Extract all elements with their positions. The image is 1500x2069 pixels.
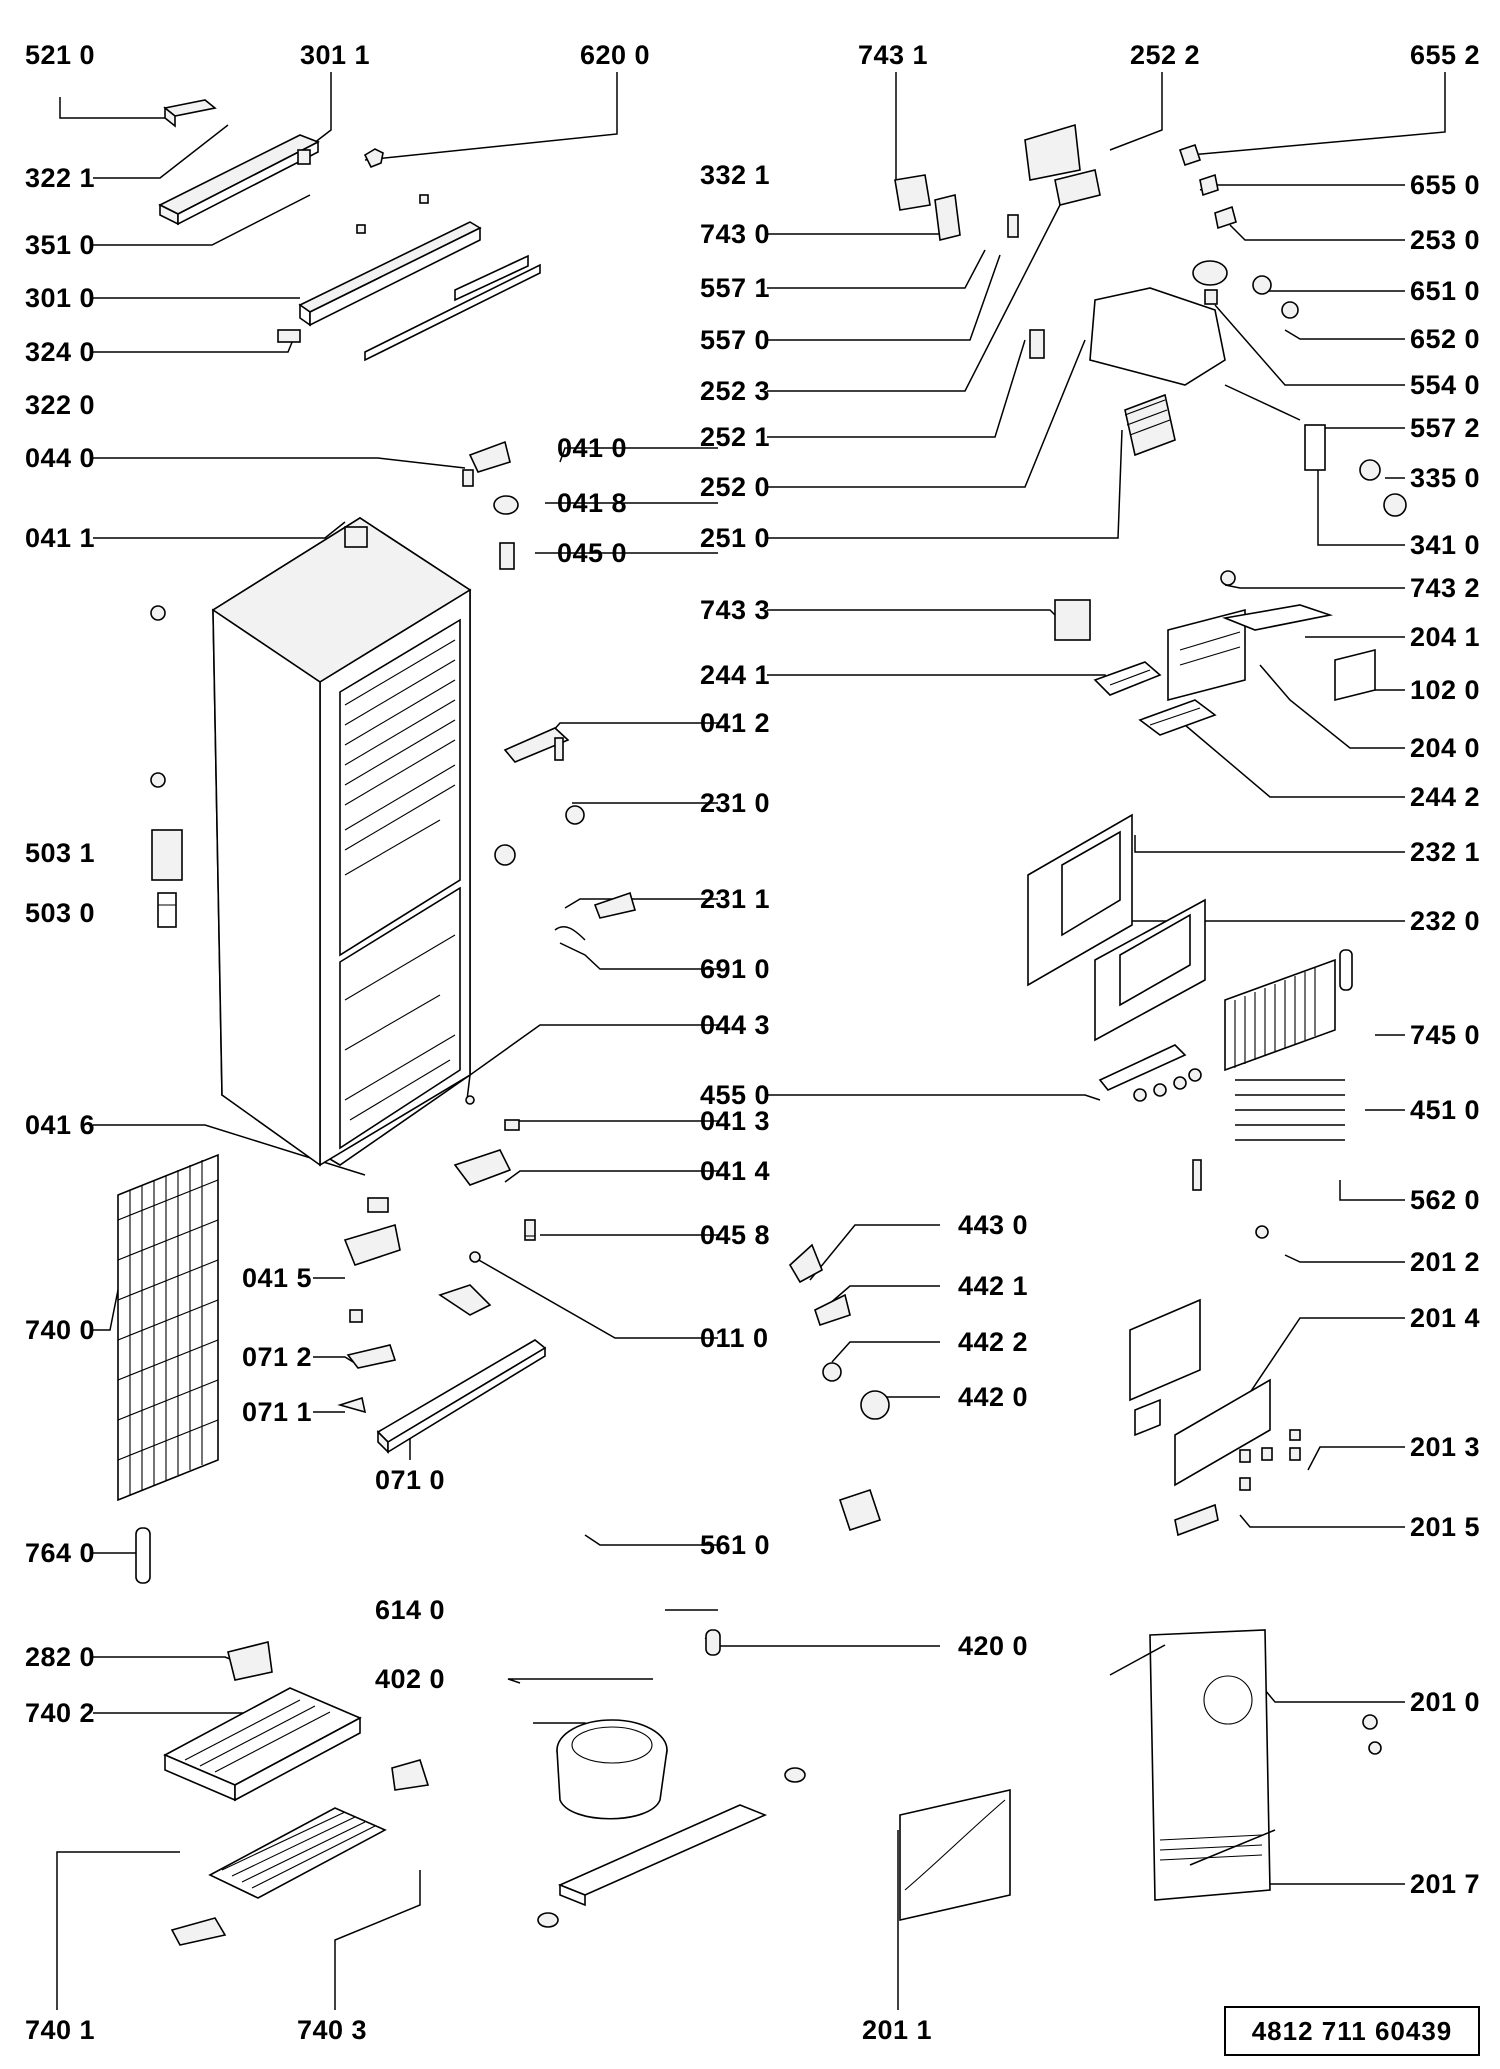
part-label: 442 2 <box>958 1327 1029 1357</box>
part-label: 232 1 <box>1410 837 1481 867</box>
part-label: 740 3 <box>297 2015 368 2045</box>
part-label: 743 1 <box>858 40 929 70</box>
part-label: 041 8 <box>557 488 628 518</box>
part-label: 282 0 <box>25 1642 96 1672</box>
part-label: 252 2 <box>1130 40 1201 70</box>
part-label: 071 1 <box>242 1397 313 1427</box>
part-label: 044 0 <box>25 443 96 473</box>
part-label: 252 3 <box>700 376 771 406</box>
condenser-coil <box>117 1153 219 1584</box>
part-label: 451 0 <box>1410 1095 1481 1125</box>
part-label: 252 1 <box>700 422 771 452</box>
part-label: 045 0 <box>557 538 628 568</box>
part-label: 443 0 <box>958 1210 1029 1240</box>
part-label: 740 2 <box>25 1698 96 1728</box>
part-label: 455 0 <box>700 1080 771 1110</box>
part-label: 503 1 <box>25 838 96 868</box>
part-label: 557 1 <box>700 273 771 303</box>
part-label: 041 5 <box>242 1263 313 1293</box>
part-label: 252 0 <box>700 472 771 502</box>
part-label: 232 0 <box>1410 906 1481 936</box>
part-label: 740 1 <box>25 2015 96 2045</box>
part-label: 557 0 <box>700 325 771 355</box>
misc-parts-middle <box>788 1243 1011 1922</box>
part-label: 335 0 <box>1410 463 1481 493</box>
part-label: 201 7 <box>1410 1869 1481 1899</box>
part-label: 420 0 <box>958 1631 1029 1661</box>
part-label: 231 1 <box>700 884 771 914</box>
part-label: 301 1 <box>300 40 371 70</box>
part-label: 071 0 <box>375 1465 446 1495</box>
part-label: 652 0 <box>1410 324 1481 354</box>
part-label: 503 0 <box>25 898 96 928</box>
part-label: 351 0 <box>25 230 96 260</box>
part-label: 651 0 <box>1410 276 1481 306</box>
part-label: 201 2 <box>1410 1247 1481 1277</box>
part-label: 557 2 <box>1410 413 1481 443</box>
part-label: 011 0 <box>700 1323 769 1353</box>
part-label: 740 0 <box>25 1315 96 1345</box>
part-label: 204 0 <box>1410 733 1481 763</box>
part-label: 743 2 <box>1410 573 1481 603</box>
part-label: 204 1 <box>1410 622 1481 652</box>
part-label: 102 0 <box>1410 675 1481 705</box>
part-label: 201 1 <box>862 2015 933 2045</box>
rear-panels <box>1027 813 1353 1239</box>
part-label: 521 0 <box>25 40 96 70</box>
fridge-cabinet <box>150 517 472 1167</box>
part-label: 201 5 <box>1410 1512 1481 1542</box>
part-label: 044 3 <box>700 1010 771 1040</box>
part-label: 324 0 <box>25 337 96 367</box>
control-housing-group <box>158 99 541 362</box>
part-label: 045 8 <box>700 1220 771 1250</box>
part-label: 041 6 <box>25 1110 96 1140</box>
part-label: 041 1 <box>25 523 96 553</box>
part-label: 743 3 <box>700 595 771 625</box>
compressor <box>537 1629 806 1928</box>
part-label: 691 0 <box>700 954 771 984</box>
part-label: 620 0 <box>580 40 651 70</box>
part-label: 561 0 <box>700 1530 771 1560</box>
part-label: 322 1 <box>25 163 96 193</box>
part-label: 301 0 <box>25 283 96 313</box>
part-label: 442 0 <box>958 1382 1029 1412</box>
part-label: 201 3 <box>1410 1432 1481 1462</box>
base-rail <box>376 1339 547 1454</box>
part-label: 332 1 <box>700 160 771 190</box>
part-label: 244 1 <box>700 660 771 690</box>
part-label: 041 0 <box>557 433 628 463</box>
control-panel-parts <box>894 123 1407 517</box>
part-label: 562 0 <box>1410 1185 1481 1215</box>
drawer-grilles <box>1054 570 1376 736</box>
document-number-box: 4812 711 60439 <box>1224 2006 1480 2056</box>
hinge-parts-group <box>337 440 637 1414</box>
part-label: 554 0 <box>1410 370 1481 400</box>
evaporator-group <box>163 1641 430 1946</box>
part-label: 244 2 <box>1410 782 1481 812</box>
part-label: 041 2 <box>700 708 771 738</box>
part-label: 655 0 <box>1410 170 1481 200</box>
part-label: 655 2 <box>1410 40 1481 70</box>
part-label: 201 0 <box>1410 1687 1481 1717</box>
part-label: 201 4 <box>1410 1303 1481 1333</box>
part-label: 041 4 <box>700 1156 771 1186</box>
part-label: 341 0 <box>1410 530 1481 560</box>
part-label: 253 0 <box>1410 225 1481 255</box>
part-label: 745 0 <box>1410 1020 1481 1050</box>
part-label: 743 0 <box>700 219 771 249</box>
part-label: 251 0 <box>700 523 771 553</box>
part-label: 402 0 <box>375 1664 446 1694</box>
part-label: 322 0 <box>25 390 96 420</box>
part-label: 041 3 <box>700 1106 771 1136</box>
part-label: 231 0 <box>700 788 771 818</box>
cover-panels <box>1109 1298 1382 1901</box>
part-label: 614 0 <box>375 1595 446 1625</box>
part-label: 764 0 <box>25 1538 96 1568</box>
part-label: 071 2 <box>242 1342 313 1372</box>
part-label: 442 1 <box>958 1271 1029 1301</box>
